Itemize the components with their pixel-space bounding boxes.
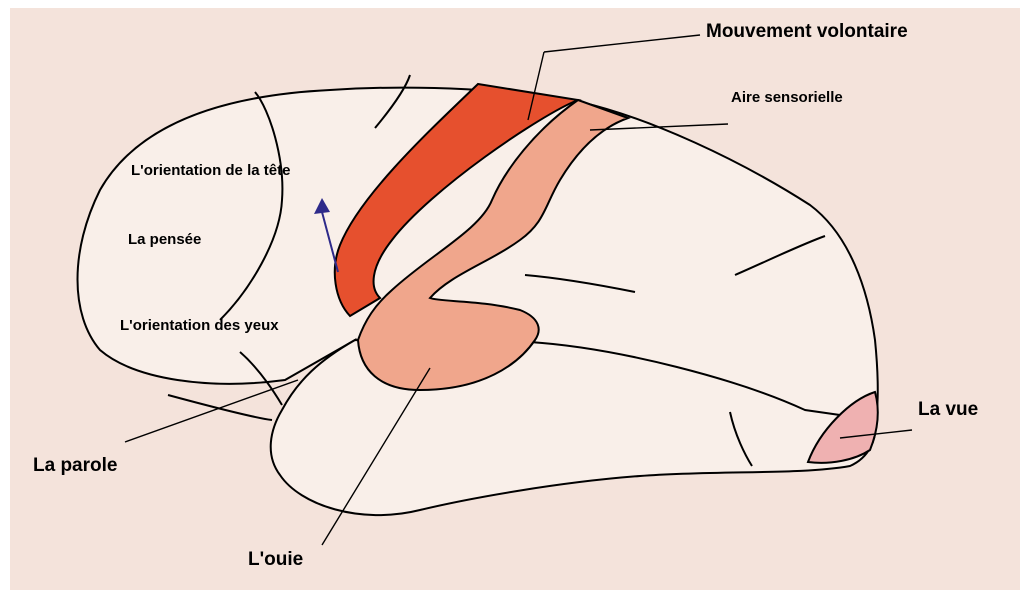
label-vue: La vue	[918, 399, 978, 421]
label-aire-sensorielle: Aire sensorielle	[731, 89, 843, 106]
label-orientation-yeux: L'orientation des yeux	[120, 317, 279, 334]
label-mouvement-volontaire: Mouvement volontaire	[706, 21, 908, 43]
label-pensee: La pensée	[128, 231, 201, 248]
label-orientation-tete: L'orientation de la tête	[131, 162, 290, 179]
label-ouie: L'ouie	[248, 549, 303, 571]
label-parole: La parole	[33, 455, 117, 477]
